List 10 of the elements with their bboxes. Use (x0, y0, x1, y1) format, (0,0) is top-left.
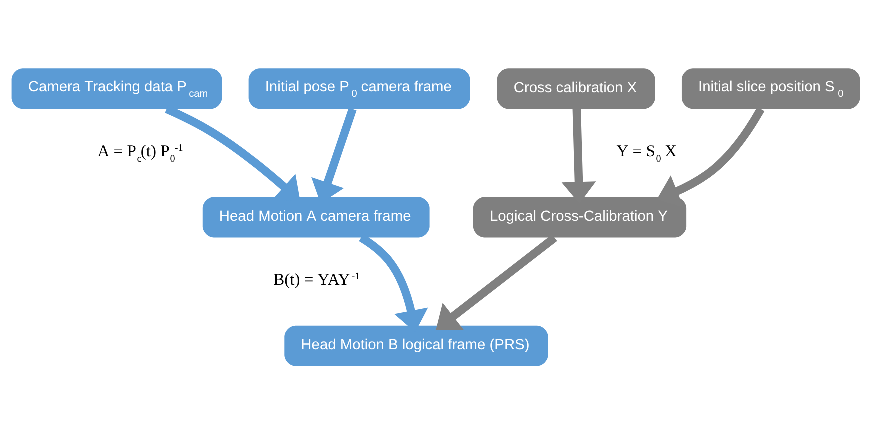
node-box: Head Motion B logical frame (PRS) (284, 326, 548, 366)
node-box: Initial slice position S$_{0}$ (682, 68, 860, 110)
arrow (436, 234, 558, 330)
node-box: Logical Cross-Calibration Y (473, 197, 687, 238)
node-box: Camera Tracking data P$_{cam}$ (12, 68, 222, 110)
node-box: Initial pose P$_{0}$ camera frame (248, 68, 470, 110)
node-box: Head Motion A camera frame (202, 197, 430, 238)
node-box: Cross calibration X (497, 68, 656, 110)
label: Y = S$_{0}$ X (616, 141, 677, 165)
label: B(t) = YAY$^{-1}$ (274, 270, 360, 289)
